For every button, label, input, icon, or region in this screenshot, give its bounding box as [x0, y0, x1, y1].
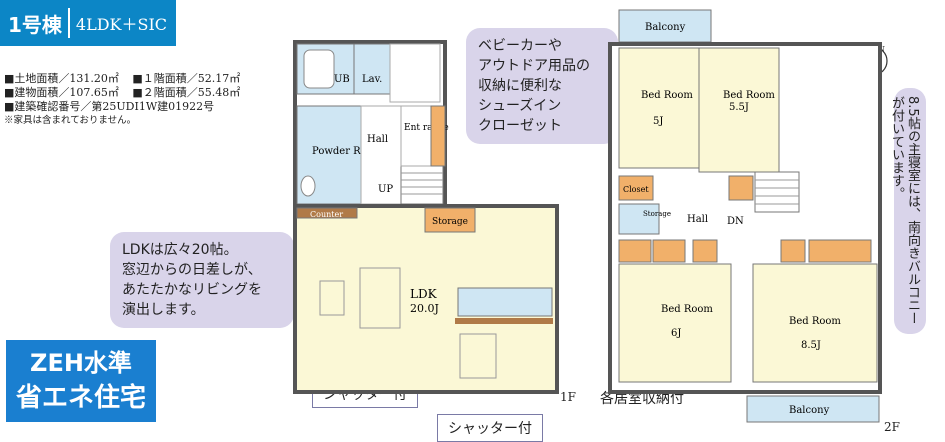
room-label-bed3: Bed Room [661, 304, 713, 315]
room-label-hall-2f: Hall [687, 214, 708, 225]
hall-1f [360, 105, 402, 205]
stairs-1f [400, 165, 444, 205]
shoes-in-closet [430, 105, 446, 167]
closet-bed3-c [692, 239, 718, 263]
bedroom-5j [618, 47, 700, 169]
floor2-label: 2F [884, 420, 900, 434]
master-bedroom-callout-size: 8.5 [905, 96, 920, 117]
counter [296, 207, 358, 219]
master-bedroom-callout-text: 帖の主寝室には、 [905, 116, 920, 221]
ldk-callout-line: LDKは広々20帖。 [122, 242, 238, 258]
room-label-bed2-size: 5.5J [729, 102, 749, 113]
sofa-icon [359, 267, 401, 329]
floor2-plan: Balcony Bed Room 5J Bed Room 5.5J Closet… [608, 9, 882, 423]
floor1-plan: UB Lav. Powder Room Hall UP Ent rance Co… [293, 40, 559, 394]
title-divider [67, 8, 70, 38]
room-label-balcony-bottom: Balcony [789, 405, 830, 416]
sic-callout-line: シューズイン [478, 98, 562, 114]
room-label-bed1-size: 5J [653, 116, 663, 127]
room-label-entrance: Ent rance [404, 123, 449, 133]
spec-note: ※家具は含まれておりません。 [4, 115, 137, 126]
master-bedroom-callout-text: 南向きバルコニーが付いています。 [889, 96, 920, 325]
closet-label: Closet [623, 185, 649, 194]
room-label-ldk: LDK [410, 287, 438, 301]
master-bedroom-callout: 8.5帖の主寝室には、南向きバルコニーが付いています。 [889, 88, 926, 334]
room-label-counter: Counter [310, 210, 343, 219]
room-label-storage: Storage [432, 217, 468, 227]
plan-type: 4LDK＋SIC [75, 15, 168, 34]
toilet-2f [618, 203, 660, 235]
plan-title-bar: 1号棟 4LDK＋SIC [0, 0, 176, 46]
shutter-label-front: シャッター付 [437, 414, 543, 442]
room-label-bed1: Bed Room [641, 90, 693, 101]
room-label-bed2: Bed Room [723, 90, 775, 101]
spec-row: ■建物面積／107.65㎡ ■２階面積／55.48㎡ [4, 86, 240, 100]
stairs-2f [754, 171, 800, 213]
closets-label: 各居室収納付 [600, 391, 684, 407]
sic-callout-line: アウトドア用品の [478, 58, 590, 74]
spec-permit: ■建築確認番号／第25UDI1W建01922号 [4, 100, 215, 113]
room-label-bed4: Bed Room [789, 316, 841, 327]
zeh-badge: ZEH水準 省エネ住宅 [6, 340, 156, 422]
bathtub-icon [303, 49, 335, 89]
sic-callout-line: ベビーカーや [478, 38, 562, 54]
room-label-bed3-size: 6J [671, 328, 681, 339]
bedroom-6j [618, 263, 732, 383]
balcony-bottom [746, 395, 880, 423]
room-label-storage-2f: Storage [643, 210, 671, 218]
building-number: 1号棟 [8, 12, 62, 37]
floor1-label: 1F [560, 390, 576, 404]
entrance [400, 105, 432, 167]
spec-row: ■土地面積／131.20㎡ ■１階面積／52.17㎡ [4, 72, 240, 86]
room-label-bed4-size: 8.5J [801, 340, 821, 351]
room-label-ub: UB [334, 74, 350, 85]
stairs-down-label: DN [727, 216, 744, 227]
sic-callout-line: 収納に便利な [478, 78, 562, 94]
room-label-hall: Hall [367, 134, 388, 145]
spec-building-area: ■建物面積／107.65㎡ [4, 86, 119, 99]
coffee-table-icon [319, 280, 345, 316]
storage-1f [424, 207, 476, 233]
closet-bed3-b [652, 239, 686, 263]
dining-table-icon [459, 333, 497, 379]
spec-floor1-area: ■１階面積／52.17㎡ [132, 72, 241, 85]
closet-bed3-a [618, 239, 652, 263]
stairs-up-label: UP [378, 184, 393, 195]
balcony-top [618, 9, 712, 43]
bedroom-8-5j [752, 263, 878, 383]
lavatory [353, 43, 391, 95]
zeh-badge-line2: 省エネ住宅 [15, 383, 146, 413]
closet-bed1 [618, 175, 654, 201]
room-label-lav: Lav. [362, 74, 382, 85]
ldk-callout-line: 演出します。 [122, 302, 205, 318]
kitchen-bar [455, 318, 553, 324]
kitchen-counter [457, 287, 553, 317]
closet-bed4-a [780, 239, 806, 263]
room-label-ldk-size: 20.0J [410, 302, 439, 315]
closet-bed4-b [808, 239, 872, 263]
room-label-powder: Powder Room [312, 146, 383, 157]
closet-bed2 [728, 175, 754, 201]
toilet-tile-area [389, 43, 441, 103]
spec-list: ■土地面積／131.20㎡ ■１階面積／52.17㎡ ■建物面積／107.65㎡… [4, 72, 240, 128]
bedroom-5-5j [698, 47, 780, 173]
ldk-callout-line: あたたかなリビングを [122, 282, 262, 298]
sic-callout-line: クローゼット [478, 118, 562, 134]
spec-floor2-area: ■２階面積／55.48㎡ [132, 86, 241, 99]
toilet-icon [300, 175, 316, 197]
ldk-callout-line: 窓辺からの日差しが、 [122, 262, 262, 278]
ldk-callout: LDKは広々20帖。 窓辺からの日差しが、 あたたかなリビングを 演出します。 [110, 232, 294, 328]
zeh-badge-line1: ZEH水準 [30, 349, 132, 377]
room-label-balcony-top: Balcony [645, 22, 686, 33]
spec-land-area: ■土地面積／131.20㎡ [4, 72, 119, 85]
sic-callout: ベビーカーや アウトドア用品の 収納に便利な シューズイン クローゼット [466, 28, 618, 144]
